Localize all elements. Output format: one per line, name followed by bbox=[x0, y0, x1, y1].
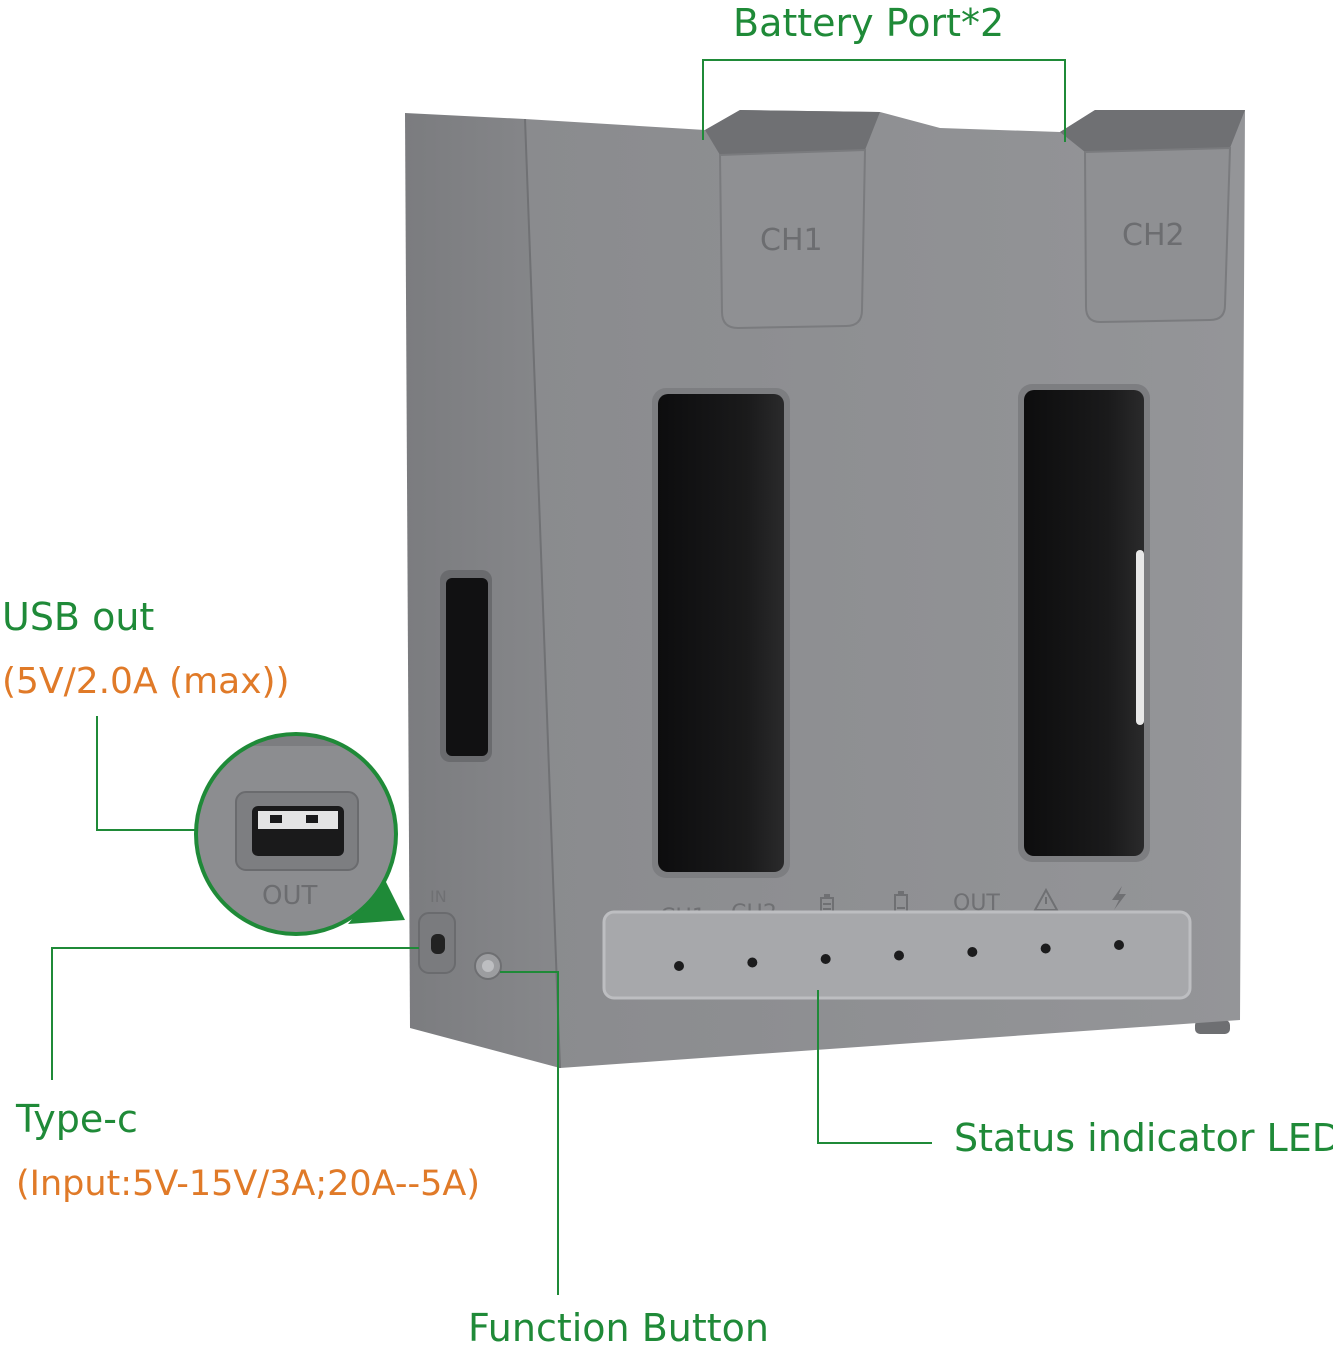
callout-usb-out-title: USB out bbox=[2, 595, 155, 639]
callout-usb-out-spec: (5V/2.0A (max)) bbox=[2, 661, 290, 702]
leader-function-button bbox=[500, 971, 559, 1295]
usb-zoom-detail: OUT bbox=[196, 734, 396, 934]
callout-typec-spec: (Input:5V-15V/3A;20A--5A) bbox=[16, 1164, 480, 1204]
socket-ch1 bbox=[718, 148, 867, 330]
callout-function-button: Function Button bbox=[468, 1306, 769, 1350]
socket-ch2 bbox=[1083, 146, 1232, 324]
status-led-7 bbox=[1114, 940, 1124, 950]
window-ch2-highlight bbox=[1136, 550, 1144, 725]
status-led-4 bbox=[894, 950, 904, 961]
usb-port-label: OUT bbox=[262, 881, 317, 911]
callout-battery-port: Battery Port*2 bbox=[733, 1, 1005, 45]
typec-port-label: IN bbox=[430, 887, 447, 906]
window-ch1 bbox=[658, 394, 784, 872]
status-led-5 bbox=[967, 947, 978, 957]
status-led-3 bbox=[820, 954, 831, 964]
function-button-center bbox=[482, 960, 494, 972]
usb-zoom-ring bbox=[194, 732, 398, 936]
callout-status-led: Status indicator LED bbox=[954, 1116, 1333, 1160]
leader-typec bbox=[51, 947, 419, 1080]
leader-usb-out bbox=[96, 716, 196, 831]
bolt-icon bbox=[1112, 886, 1126, 910]
window-ch2 bbox=[1024, 390, 1144, 856]
leader-lines bbox=[51, 59, 1066, 1295]
warning-icon bbox=[1033, 887, 1059, 911]
typec-port bbox=[431, 934, 445, 954]
charger-edge bbox=[524, 118, 561, 1069]
zoom-pointer bbox=[348, 880, 405, 924]
status-led-6 bbox=[1040, 943, 1051, 954]
status-led-1 bbox=[674, 961, 684, 971]
battery-icon bbox=[820, 894, 834, 917]
socket-ch1-opening bbox=[705, 110, 880, 155]
slot-label-ch1: CH1 bbox=[760, 223, 823, 258]
status-led-2 bbox=[747, 957, 758, 968]
side-vent bbox=[446, 578, 488, 756]
callout-typec-title: Type-c bbox=[16, 1097, 138, 1141]
status-led-dots bbox=[674, 940, 1124, 971]
socket-ch2-opening bbox=[1060, 110, 1245, 152]
foot-right bbox=[1195, 1020, 1230, 1034]
leader-status-led bbox=[817, 990, 932, 1144]
slot-label-ch2: CH2 bbox=[1122, 218, 1185, 253]
leader-battery-port bbox=[702, 59, 1066, 142]
